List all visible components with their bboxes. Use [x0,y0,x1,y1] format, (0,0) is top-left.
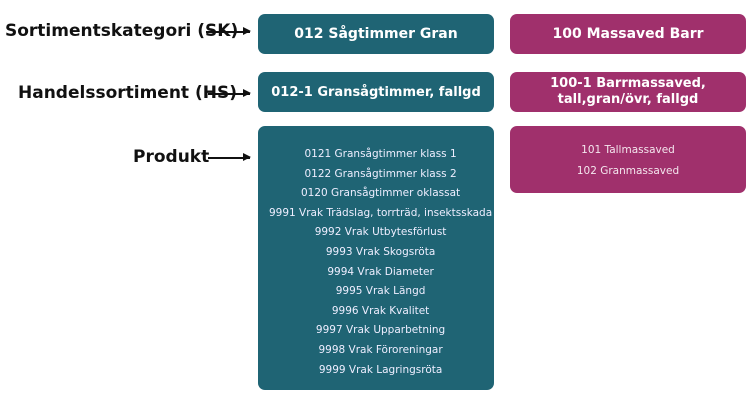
teal-sk-box: 012 Sågtimmer Gran [258,14,494,54]
product-item: 102 Granmassaved [576,164,680,177]
magenta-hs-line2: tall,gran/övr, fallgd [557,92,699,107]
teal-hs-box: 012-1 Gransågtimmer, fallgd [258,72,494,112]
product-item: 9992 Vrak Utbytesförlust [314,226,447,239]
product-item: 9995 Vrak Längd [335,285,426,298]
arrow-hs [208,90,251,96]
label-produkt: Produkt [133,147,210,167]
product-item: 9993 Vrak Skogsröta [325,245,436,258]
magenta-product-box: 101 Tallmassaved 102 Granmassaved [510,126,746,193]
product-item: 9991 Vrak Trädslag, torrträd, insektsska… [269,206,493,219]
teal-product-list: 0121 Gransågtimmer klass 1 0122 Gransågti… [269,145,492,380]
magenta-hs-box: 100-1 Barrmassaved, tall,gran/övr, fallg… [510,72,746,112]
product-item: 9994 Vrak Diameter [327,265,434,278]
magenta-sk-box: 100 Massaved Barr [510,14,746,54]
magenta-sk-text: 100 Massaved Barr [552,25,704,42]
product-item: 0122 Gransågtimmer klass 2 [304,167,457,180]
magenta-hs-line1: 100-1 Barrmassaved, [550,76,706,91]
product-item: 9997 Vrak Upparbetning [315,324,446,337]
product-item: 9996 Vrak Kvalitet [331,304,430,317]
magenta-product-list: 101 Tallmassaved 102 Granmassaved [577,138,679,182]
teal-sk-text: 012 Sågtimmer Gran [294,25,458,42]
label-sortimentskategori: Sortimentskategori (SK) [5,21,239,41]
arrow-sk [206,28,251,34]
teal-hs-text: 012-1 Gransågtimmer, fallgd [271,84,481,100]
product-item: 9998 Vrak Föroreningar [318,343,443,356]
label-handelssortiment: Handelssortiment (HS) [18,83,237,103]
product-item: 0121 Gransågtimmer klass 1 [304,148,457,160]
product-item: 101 Tallmassaved [581,143,675,156]
arrow-produkt [208,154,251,160]
teal-product-box: 0121 Gransågtimmer klass 1 0122 Gransågti… [258,126,494,390]
product-item: 0120 Gransågtimmer oklassat [301,187,461,200]
product-item: 9999 Vrak Lagringsröta [318,363,443,376]
